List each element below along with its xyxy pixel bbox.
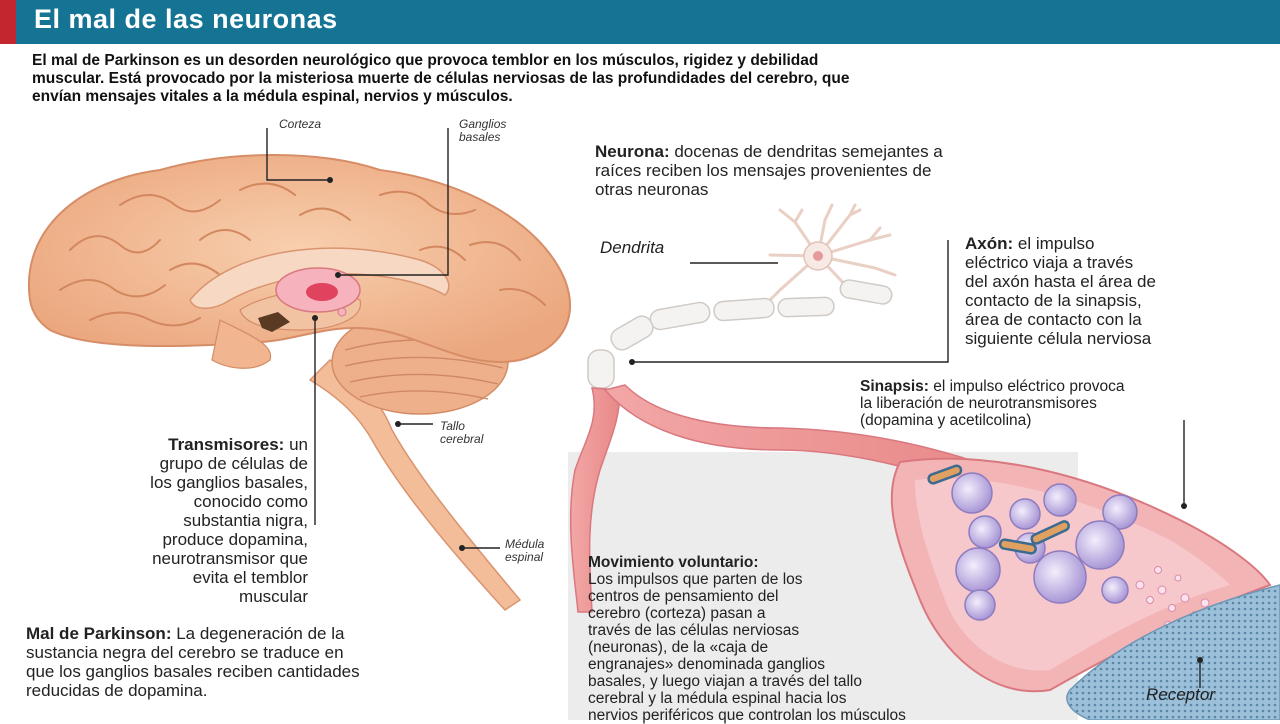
neuron-leader-lines	[632, 240, 1201, 688]
label-ganglios-basales: Ganglios basales	[459, 117, 507, 144]
label-medula-espinal: Médula espinal	[505, 537, 545, 564]
intro-paragraph: El mal de Parkinson es un desorden neuro…	[32, 52, 1262, 106]
label-dendrita: Dendrita	[600, 238, 665, 257]
axon-caption: Axón: el impulso eléctrico viaja a travé…	[965, 234, 1156, 348]
intro-line: envían mensajes vitales a la médula espi…	[32, 88, 513, 105]
title-accent	[0, 0, 16, 44]
label-receptor: Receptor	[1146, 685, 1215, 704]
neurona-caption: Neurona: docenas de dendritas semejantes…	[595, 142, 943, 199]
movimiento-term: Movimiento voluntario:	[588, 554, 759, 571]
parkinson-caption: Mal de Parkinson: La degeneración de la …	[26, 624, 360, 700]
page-title: El mal de las neuronas	[34, 4, 338, 34]
sinapsis-caption: Sinapsis: el impulso eléctrico provoca l…	[860, 378, 1125, 429]
axon-term: Axón:	[965, 234, 1014, 253]
brain-leader-lines	[266, 128, 500, 549]
neuron-illustration	[569, 203, 1280, 720]
neurona-term: Neurona:	[595, 142, 670, 161]
title-bar: El mal de las neuronas	[0, 0, 1280, 44]
transmisores-term: Transmisores:	[168, 435, 285, 454]
parkinson-term: Mal de Parkinson:	[26, 624, 172, 643]
intro-line: muscular. Está provocado por la misterio…	[32, 70, 850, 87]
label-corteza: Corteza	[279, 117, 322, 131]
transmisores-caption: Transmisores: un grupo de células de los…	[150, 435, 308, 606]
intro-line: El mal de Parkinson es un desorden neuro…	[32, 52, 819, 69]
sinapsis-term: Sinapsis:	[860, 378, 929, 395]
label-tallo-cerebral: Tallo cerebral	[440, 419, 484, 446]
movimiento-caption: Movimiento voluntario: Los impulsos que …	[588, 554, 906, 724]
